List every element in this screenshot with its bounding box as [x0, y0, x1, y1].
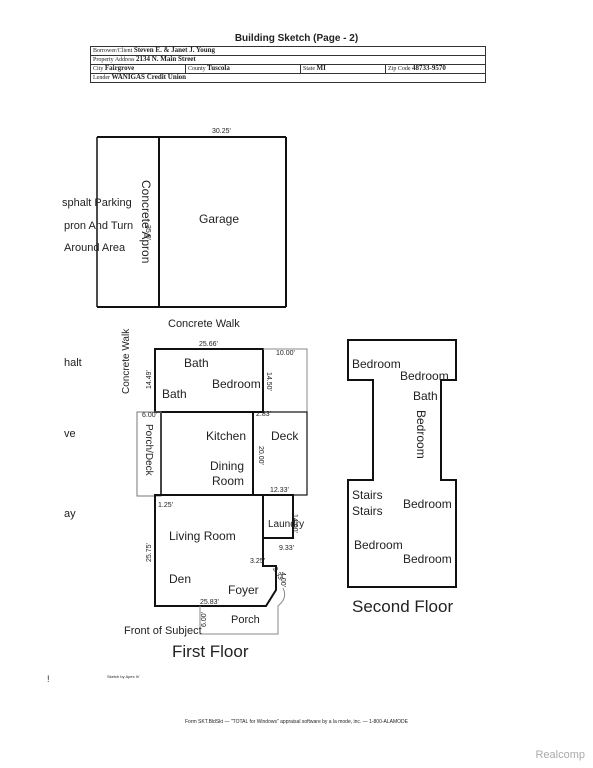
label-asphalt-3: Around Area	[64, 242, 126, 254]
dim-deck-length: 20.00'	[257, 446, 264, 465]
room-foyer: Foyer	[228, 583, 259, 597]
room-2f-stairs-1: Stairs	[352, 488, 383, 502]
room-living-room: Living Room	[169, 529, 236, 543]
room-porch: Porch	[231, 614, 260, 626]
dim-top-width: 25.66'	[199, 341, 218, 348]
state-value: MI	[316, 64, 326, 72]
stray-mark: !	[47, 674, 50, 684]
room-bath-2: Bath	[162, 387, 187, 401]
lender-row: Lender WANIGAS Credit Union	[90, 73, 486, 83]
borrower-value: Steven E. & Janet J. Young	[133, 46, 216, 54]
dim-garage-width: 30.25'	[212, 128, 231, 135]
lender-label: Lender	[93, 75, 110, 81]
room-laundry: Laundry	[268, 519, 305, 530]
page-title: Building Sketch (Page - 2)	[234, 33, 359, 44]
label-asphalt-2: pron And Turn	[64, 220, 134, 232]
label-asphalt-1: sphalt Parking	[62, 197, 132, 209]
label-concrete-walk-vertical: Concrete Walk	[121, 328, 132, 394]
first-floor-title: First Floor	[172, 642, 249, 661]
room-2f-bedroom-hall: Bedroom	[414, 410, 428, 459]
subject-info-table: Borrower/Client Steven E. & Janet J. You…	[90, 46, 486, 83]
room-bath-1: Bath	[184, 356, 209, 370]
cut-text-1: halt	[64, 357, 82, 369]
room-2f-bedroom-4: Bedroom	[403, 497, 452, 511]
room-2f-stairs-2: Stairs	[352, 504, 383, 518]
room-2f-bedroom-2: Bedroom	[400, 369, 449, 383]
borrower-label: Borrower/Client	[93, 48, 133, 54]
dim-foyer-side: 4.00'	[279, 572, 286, 587]
dim-bottom-width: 25.83'	[200, 599, 219, 606]
room-bedroom-1: Bedroom	[212, 377, 261, 391]
dim-right-bedroom: 14.50'	[265, 372, 272, 391]
room-dining-room: Room	[212, 474, 245, 488]
room-2f-bath: Bath	[413, 389, 438, 403]
realcomp-watermark: Realcomp	[535, 749, 585, 761]
outline-deck-right	[263, 348, 308, 495]
page-footer: Form SKT.BldSkt — "TOTAL for Windows" ap…	[185, 719, 408, 725]
room-2f-bedroom-1: Bedroom	[352, 357, 401, 371]
room-kitchen: Kitchen	[206, 429, 247, 443]
city-value: Fairgrove	[104, 64, 135, 72]
label-front-of-subject: Front of Subject	[124, 625, 202, 637]
address-value: 2134 N. Main Street	[136, 55, 196, 63]
laundry-outline	[262, 494, 294, 539]
room-garage: Garage	[199, 212, 240, 226]
room-2f-bedroom-5: Bedroom	[354, 538, 403, 552]
zip-value: 48733-9570	[412, 64, 446, 72]
sketch-software-note: Sketch by Apex IV	[107, 674, 140, 679]
second-floor-outline	[347, 339, 457, 588]
second-floor-title: Second Floor	[352, 597, 454, 616]
dim-left-bedroom: 14.49'	[146, 370, 153, 389]
dim-laundry-width: 9.33'	[279, 545, 294, 552]
dim-porch-width: 6.00'	[142, 412, 157, 419]
dim-laundry-length: 14.00'	[291, 514, 298, 533]
address-label: Property Address	[93, 57, 135, 63]
room-2f-bedroom-6: Bedroom	[403, 552, 452, 566]
dim-porch-depth: 6.00'	[201, 612, 208, 627]
dim-deck-bottom: 12.33'	[270, 487, 289, 494]
dim-foyer-step: 3.25'	[250, 558, 265, 565]
cut-text-2: ve	[64, 428, 76, 440]
dim-deck-top: 10.00'	[276, 350, 295, 357]
city-label: City	[93, 66, 104, 72]
label-concrete-walk: Concrete Walk	[168, 318, 240, 330]
state-label: State	[303, 66, 315, 72]
room-porch-deck: Porch/Deck	[143, 424, 154, 476]
county-label: County	[188, 66, 206, 72]
cut-text-3: ay	[64, 508, 76, 520]
porch-outline	[199, 587, 286, 635]
room-den: Den	[169, 572, 192, 586]
dim-deck-inset: 2.83'	[256, 411, 271, 418]
county-value: Tuscola	[207, 64, 230, 72]
room-deck: Deck	[271, 429, 299, 443]
dim-living-length: 25.75'	[146, 543, 153, 562]
dim-offset: 1.25'	[158, 502, 173, 509]
zip-label: Zip Code	[388, 66, 411, 72]
label-concrete-apron: Concrete Apron	[139, 180, 153, 264]
lender-value: WANIGAS Credit Union	[111, 73, 187, 81]
room-dining: Dining	[210, 459, 245, 473]
porch-deck-outline	[136, 411, 162, 497]
